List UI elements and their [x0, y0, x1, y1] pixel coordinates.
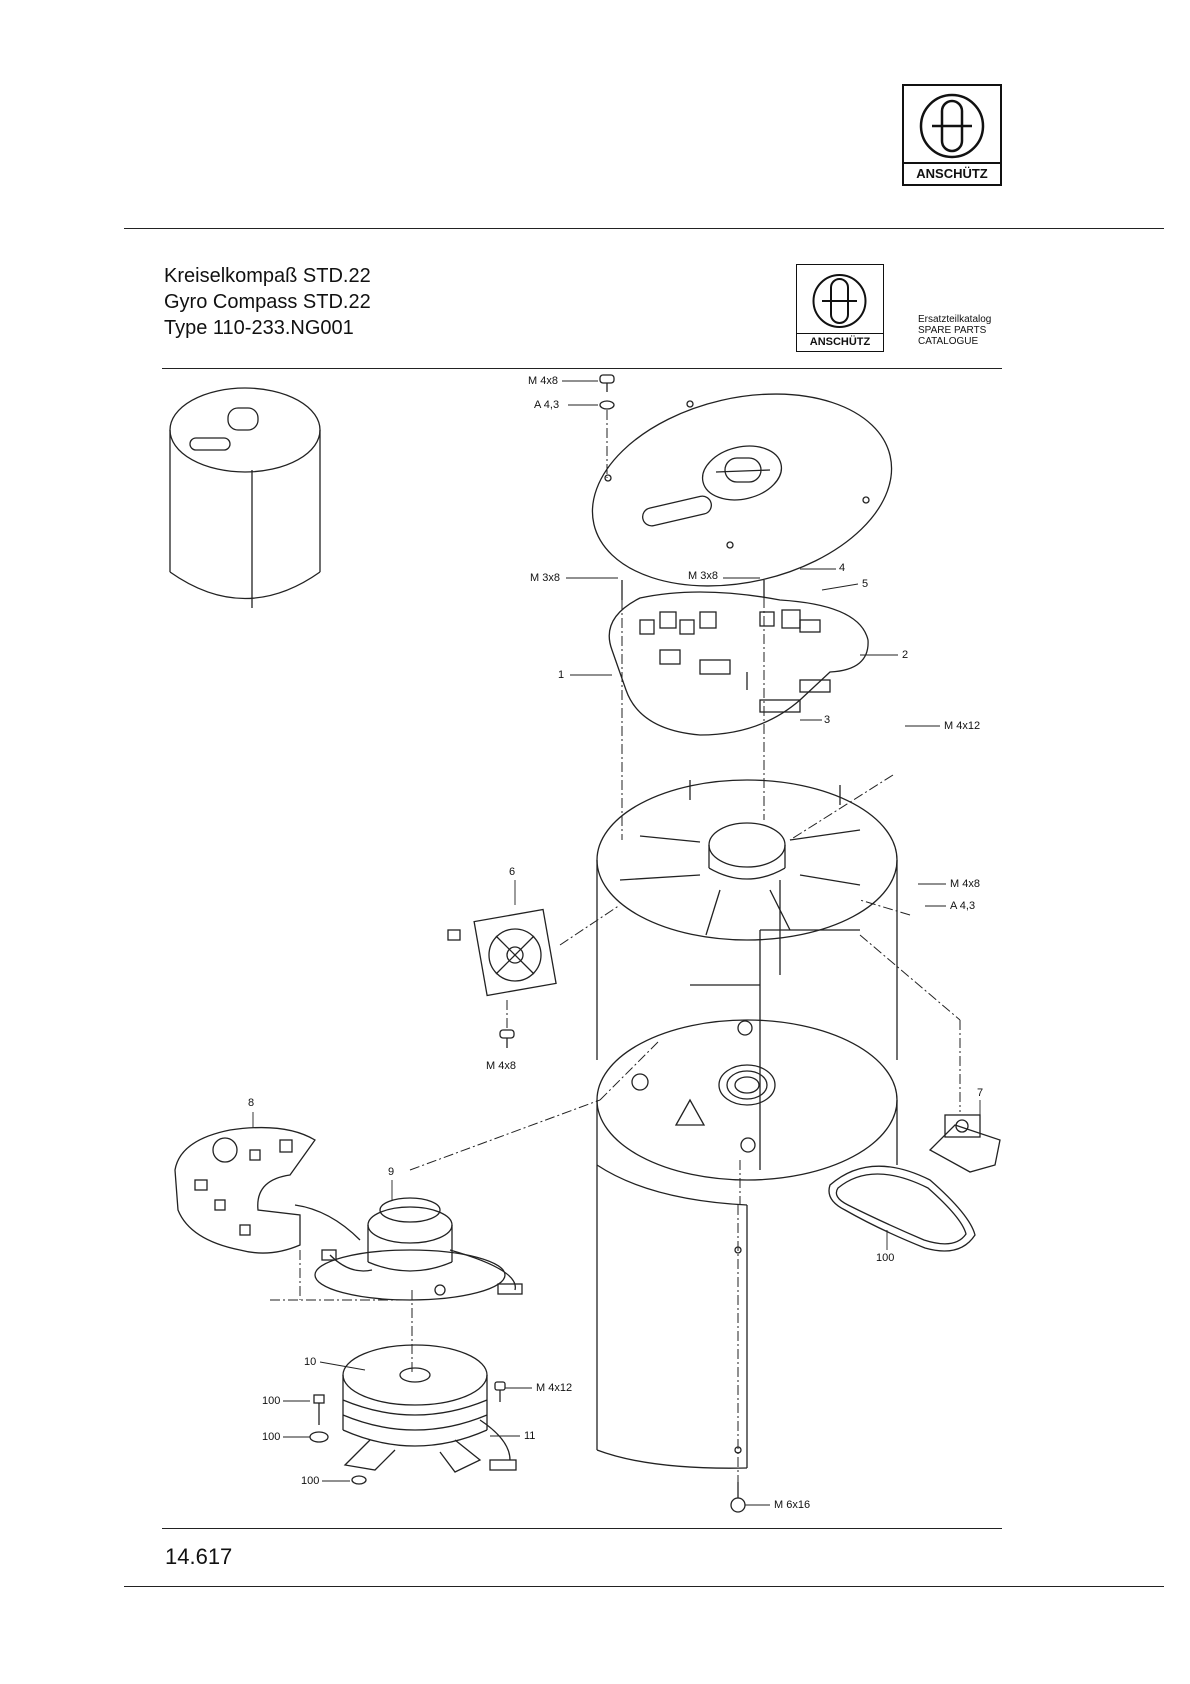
outer-shell — [597, 1165, 747, 1468]
bearing-assembly-10 — [343, 1345, 516, 1472]
fan-unit — [448, 909, 556, 1048]
footer-rule-top — [162, 1528, 1002, 1529]
callout-part-7: 7 — [977, 1087, 983, 1099]
upper-housing-cylinder — [597, 780, 897, 1060]
drive-motor — [930, 1115, 1000, 1172]
circuit-board-8 — [175, 1128, 315, 1254]
lower-housing-cylinder — [597, 930, 897, 1180]
small-parts-100 — [310, 1382, 745, 1512]
callout-part-100-b: 100 — [262, 1431, 280, 1443]
gyro-unit-9 — [295, 1198, 522, 1300]
top-cover-plate — [573, 366, 911, 614]
electronics-board — [609, 580, 868, 735]
callout-part-100-a: 100 — [262, 1395, 280, 1407]
assembled-housing-view — [170, 388, 320, 608]
callout-m6x16: M 6x16 — [774, 1499, 810, 1511]
callout-part-10: 10 — [304, 1356, 316, 1368]
callout-m4x8-right: M 4x8 — [950, 878, 980, 890]
drive-belt — [829, 1166, 975, 1251]
callout-m3x8-mid: M 3x8 — [688, 570, 718, 582]
callout-m3x8-left: M 3x8 — [530, 572, 560, 584]
callout-a43-top: A 4,3 — [534, 399, 559, 411]
leader-lines — [253, 381, 980, 1505]
callout-part-9: 9 — [388, 1166, 394, 1178]
callout-a43-right: A 4,3 — [950, 900, 975, 912]
callout-part-4: 4 — [839, 562, 845, 574]
callout-part-6: 6 — [509, 866, 515, 878]
footer-rule-bottom — [124, 1586, 1164, 1587]
callout-part-8: 8 — [248, 1097, 254, 1109]
callout-part-2: 2 — [902, 649, 908, 661]
callout-part-100-belt: 100 — [876, 1252, 894, 1264]
callout-part-3: 3 — [824, 714, 830, 726]
callout-part-11: 11 — [524, 1430, 535, 1442]
screw-m4x8-top — [600, 375, 614, 409]
callout-m4x8-fan: M 4x8 — [486, 1060, 516, 1072]
callout-part-5: 5 — [862, 578, 868, 590]
callout-part-100-c: 100 — [301, 1475, 319, 1487]
alignment-lines — [270, 410, 960, 1482]
callout-part-1: 1 — [558, 669, 564, 681]
callout-m4x12-right: M 4x12 — [944, 720, 980, 732]
page-number: 14.617 — [165, 1544, 232, 1570]
callout-m4x12-bottom: M 4x12 — [536, 1382, 572, 1394]
callout-m4x8-top: M 4x8 — [528, 375, 558, 387]
